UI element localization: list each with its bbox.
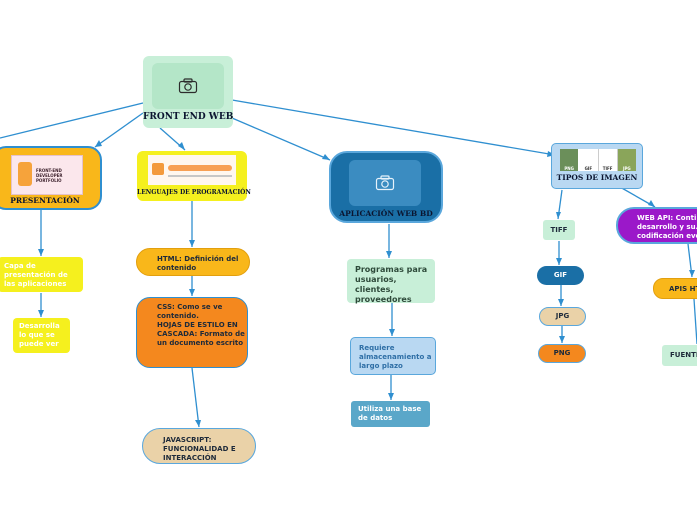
- thumb-block: [152, 163, 164, 175]
- arrowhead: [189, 240, 195, 247]
- format-tile-gif: GIF: [579, 149, 599, 171]
- fuente-text: FUENTE...: [670, 351, 697, 359]
- format-tile-jpg: JPG: [617, 149, 636, 171]
- languages-thumbnail: [148, 155, 236, 185]
- presentacion-label: PRESENTACIÓN: [10, 196, 80, 205]
- css-node[interactable]: CSS: Como se ve contenido. HOJAS DE ESTI…: [136, 297, 248, 368]
- link-root-app: [231, 117, 331, 161]
- css-text: CSS: Como se ve contenido. HOJAS DE ESTI…: [157, 303, 245, 347]
- js-text: JAVASCRIPT: FUNCIONALIDAD E INTERACCIÓN: [163, 436, 236, 462]
- utiliza-text: Utiliza una base de datos: [358, 405, 422, 422]
- arrowhead: [386, 251, 392, 258]
- tiff-text: TIFF: [550, 225, 568, 234]
- png-text: PNG: [553, 349, 571, 357]
- arrowhead: [558, 299, 564, 306]
- jpg-text: JPG: [555, 312, 570, 320]
- desarrolla-text: Desarrolla lo que se puede ver: [19, 322, 60, 348]
- camera-icon: [375, 175, 395, 191]
- desarrolla-node[interactable]: Desarrolla lo que se puede ver: [13, 318, 70, 353]
- apis-text: APIS HT...: [669, 285, 697, 293]
- presentacion-node[interactable]: FRONT-END DEVELOPER PORTFOLIO: [0, 146, 102, 210]
- arrowhead: [178, 142, 185, 150]
- webapi-text: WEB API: Conti... desarrollo y su... cod…: [637, 214, 697, 240]
- arrowhead: [189, 289, 195, 296]
- utiliza-node[interactable]: Utiliza una base de datos: [351, 401, 430, 427]
- arrowhead: [559, 336, 565, 343]
- programas-node[interactable]: Programas para usuarios, clientes, prove…: [347, 259, 435, 304]
- root-node[interactable]: [143, 56, 233, 128]
- arrowhead: [556, 212, 561, 219]
- thumb-bar: [168, 165, 232, 171]
- link-root-tipos: [231, 99, 556, 156]
- app-image-placeholder: [349, 160, 421, 206]
- apis-node[interactable]: APIS HT...: [653, 278, 697, 299]
- arrowhead: [195, 420, 201, 427]
- app-node[interactable]: [329, 151, 443, 223]
- arrowhead: [648, 200, 655, 207]
- arrowhead: [38, 310, 44, 317]
- thumb-line: [168, 175, 232, 177]
- tipos-node[interactable]: PNG GIF TIFF JPG: [551, 143, 643, 189]
- camera-icon: [178, 78, 198, 94]
- link-root-offleft: [0, 102, 144, 139]
- js-node[interactable]: JAVASCRIPT: FUNCIONALIDAD E INTERACCIÓN: [142, 428, 256, 464]
- lenguajes-node[interactable]: [137, 151, 247, 201]
- arrowhead: [389, 329, 395, 336]
- arrowhead: [388, 393, 394, 400]
- lenguajes-label: LENGUAJES DE PROGRAMACIÓN: [137, 189, 251, 196]
- requiere-text: Requiere almacenamiento a largo plazo: [359, 344, 432, 370]
- arrowhead: [556, 258, 562, 265]
- arrowhead: [38, 249, 44, 256]
- gif-node[interactable]: GIF: [537, 266, 584, 285]
- webapi-node[interactable]: WEB API: Conti... desarrollo y su... cod…: [616, 207, 697, 244]
- jpg-node[interactable]: JPG: [539, 307, 586, 326]
- arrowhead: [95, 140, 102, 147]
- app-label: APLICACIÓN WEB BD: [339, 209, 433, 218]
- formats-thumbnail: PNG GIF TIFF JPG: [560, 149, 636, 171]
- thumb-text: FRONT-END DEVELOPER PORTFOLIO: [36, 168, 63, 183]
- html-text: HTML: Definición del contenido: [157, 255, 239, 272]
- capa-node[interactable]: Capa de presentación de las aplicaciones: [0, 257, 83, 292]
- root-label: FRONT END WEB: [143, 112, 234, 122]
- capa-text: Capa de presentación de las aplicaciones: [4, 262, 68, 288]
- thumb-figure: [18, 162, 32, 186]
- programas-text: Programas para usuarios, clientes, prove…: [355, 265, 428, 304]
- png-node[interactable]: PNG: [538, 344, 586, 363]
- format-tile-png: PNG: [560, 149, 580, 171]
- portfolio-thumbnail: FRONT-END DEVELOPER PORTFOLIO: [11, 155, 83, 195]
- link-css-js: [191, 367, 200, 428]
- arrowhead: [689, 270, 695, 277]
- gif-text: GIF: [553, 271, 568, 279]
- arrowhead: [322, 154, 330, 160]
- link-root-presentacion: [94, 112, 144, 148]
- root-image-placeholder: [152, 63, 224, 109]
- format-tile-tiff: TIFF: [598, 149, 618, 171]
- requiere-node[interactable]: Requiere almacenamiento a largo plazo: [350, 337, 436, 375]
- fuente-node[interactable]: FUENTE...: [662, 345, 697, 366]
- tipos-label: TIPOS DE IMAGEN: [556, 173, 638, 182]
- tiff-node[interactable]: TIFF: [543, 220, 575, 240]
- html-node[interactable]: HTML: Definición del contenido: [136, 248, 250, 276]
